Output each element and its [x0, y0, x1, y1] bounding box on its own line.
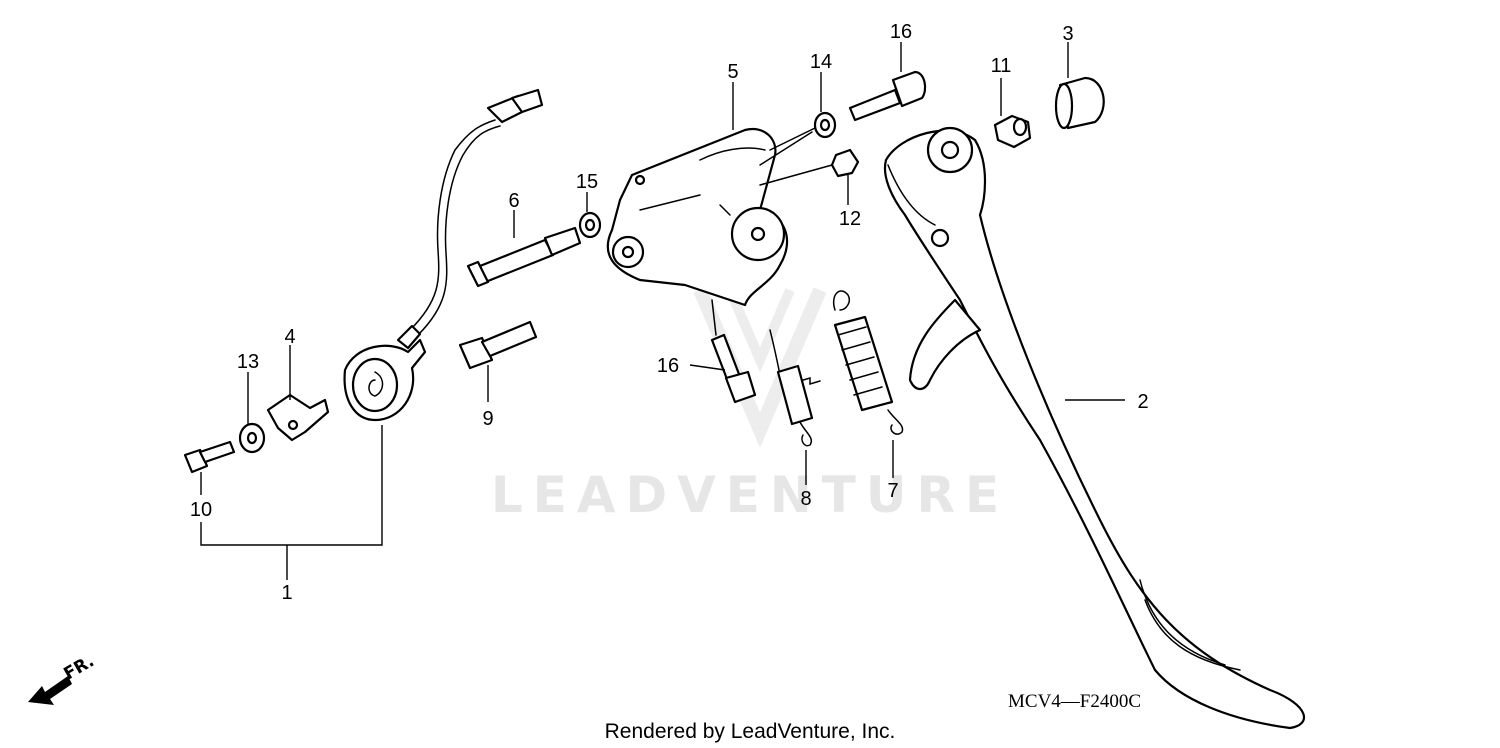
- bolt-16-lower: [689, 299, 757, 404]
- spring-8: [769, 329, 821, 485]
- callout-10: 10: [190, 499, 212, 521]
- front-arrow-icon: FR.: [28, 651, 98, 705]
- nut-11: [993, 78, 1032, 149]
- callout-1: 1: [281, 582, 292, 604]
- footer-credit: Rendered by LeadVenture, Inc.: [605, 720, 896, 743]
- callout-16-lower: 16: [657, 355, 679, 377]
- callout-12: 12: [839, 208, 861, 230]
- spring-7: [833, 290, 904, 478]
- sidestand-switch: [343, 88, 544, 422]
- callout-2: 2: [1137, 391, 1148, 413]
- side-stand: [883, 126, 1306, 730]
- washer-15: [578, 192, 602, 239]
- callout-4: 4: [284, 326, 295, 348]
- collar-bolt: [466, 210, 582, 288]
- washer-13: [238, 372, 266, 454]
- callout-15: 15: [576, 171, 598, 193]
- nut-12: [759, 148, 860, 205]
- callout-7: 7: [887, 480, 898, 502]
- callout-5: 5: [727, 61, 738, 83]
- watermark-text: LEADVENTURE: [491, 466, 1009, 524]
- bolt-16-top: [848, 42, 927, 122]
- callout-9: 9: [482, 408, 493, 430]
- callout-8: 8: [800, 488, 811, 510]
- callout-1-bracket: [200, 425, 383, 580]
- callout-14: 14: [810, 51, 832, 73]
- callout-13: 13: [237, 351, 259, 373]
- cap-3: [1054, 42, 1105, 130]
- callout-3: 3: [1062, 23, 1073, 45]
- callout-11: 11: [991, 55, 1012, 77]
- diagram-code: MCV4—F2400C: [1008, 691, 1141, 712]
- callout-16-top: 16: [890, 21, 912, 43]
- screw-10: [183, 440, 236, 495]
- bracket: [606, 82, 789, 307]
- callout-6: 6: [508, 190, 519, 212]
- washer-14: [759, 72, 837, 166]
- bolt-9: [458, 320, 538, 402]
- plate-4: [266, 345, 330, 442]
